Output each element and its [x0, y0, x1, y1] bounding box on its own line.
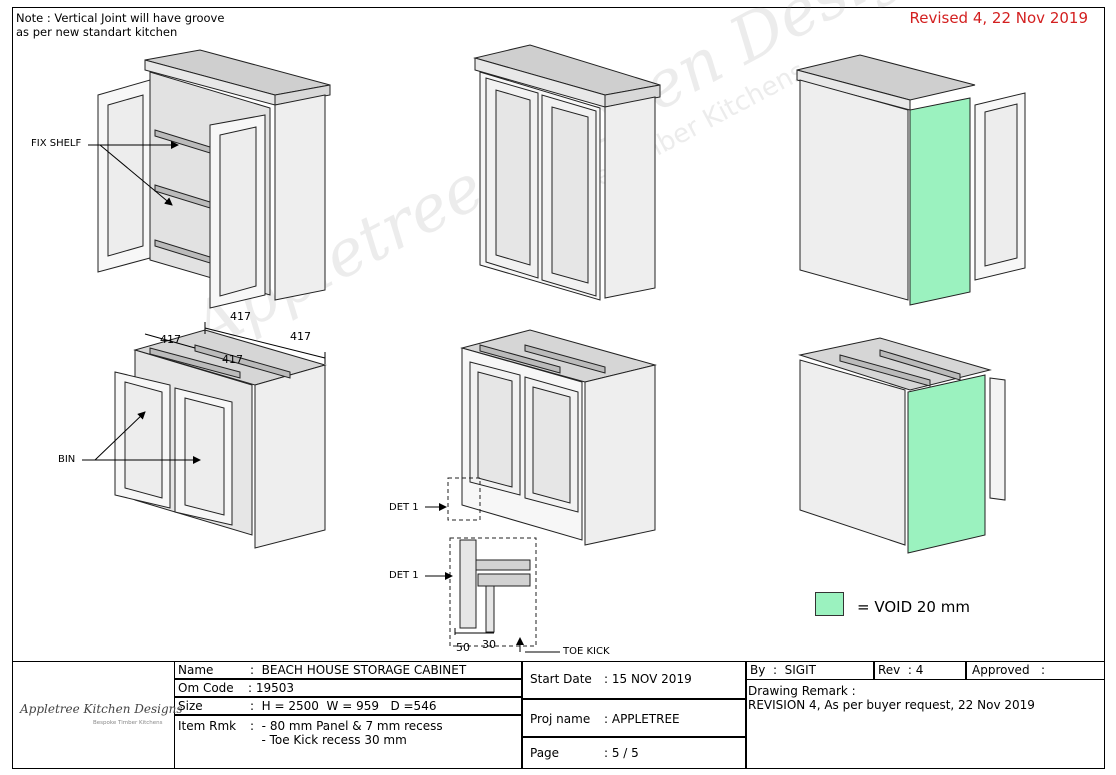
start-date-cell: [522, 661, 746, 699]
note-line-2: as per new standart kitchen: [16, 25, 178, 39]
note-text: Note : Vertical Joint will have groove a…: [16, 11, 224, 39]
by-label: By : SIGIT: [750, 663, 816, 677]
base-cabinet-open-view: [114, 329, 327, 549]
remark-cell: [746, 680, 1105, 769]
size-value: : H = 2500 W = 959 D =546: [250, 699, 437, 713]
om-row: [174, 679, 522, 697]
rev-label: Rev : 4: [878, 663, 924, 677]
page-label: Page: [530, 746, 560, 760]
leader-lines: [82, 141, 560, 653]
upper-cabinet-void-view: [796, 54, 1026, 306]
rmk-label: Item Rmk: [178, 719, 237, 733]
size-label: Size: [178, 699, 203, 713]
dimension-50: 50: [456, 641, 470, 654]
det1-label-lower: DET 1: [389, 570, 419, 581]
company-logo: Appletree Kitchen Designs: [20, 702, 183, 716]
proj-name-cell: [522, 699, 746, 737]
title-block: Name : BEACH HOUSE STORAGE CABINET Om Co…: [12, 661, 1105, 769]
dimension-417-right: 417: [290, 330, 311, 343]
dimension-30: 30: [482, 638, 496, 651]
note-line-1: Note : Vertical Joint will have groove: [16, 11, 225, 25]
name-value: : BEACH HOUSE STORAGE CABINET: [250, 663, 467, 677]
company-logo-sub: Bespoke Timber Kitchens: [93, 720, 163, 726]
dimension-417-left: 417: [160, 333, 181, 346]
rmk-row: [174, 715, 522, 769]
base-cabinet-void-view: [798, 337, 1006, 554]
start-date-label: Start Date: [530, 672, 592, 686]
dimension-417-top: 417: [230, 310, 251, 323]
by-cell: [746, 661, 874, 680]
det1-label-upper: DET 1: [389, 502, 419, 513]
name-row: [174, 661, 522, 679]
toe-kick-label: TOE KICK: [563, 646, 610, 657]
approved-label: Approved :: [972, 663, 1046, 677]
revision-label: Revised 4, 22 Nov 2019: [909, 9, 1088, 27]
dimension-417-mid: 417: [222, 353, 243, 366]
page-value: : 5 / 5: [604, 746, 639, 760]
void-legend-text: = VOID 20 mm: [857, 598, 970, 616]
void-legend-swatch: [815, 592, 844, 616]
om-label: Om Code: [178, 681, 234, 695]
det1-detail: [447, 477, 537, 647]
rmk-line-2: - Toe Kick recess 30 mm: [250, 733, 407, 747]
drawing-remark-value: REVISION 4, As per buyer request, 22 Nov…: [748, 698, 1035, 712]
size-row: [174, 697, 522, 715]
proj-name-label: Proj name: [530, 712, 591, 726]
upper-cabinet-open-view: [97, 49, 331, 309]
base-cabinet-closed-view: [460, 329, 657, 546]
upper-cabinet-closed-view: [473, 44, 661, 301]
start-date-value: : 15 NOV 2019: [604, 672, 692, 686]
name-label: Name: [178, 663, 214, 677]
approved-cell: [966, 661, 1105, 680]
page-cell: [522, 737, 746, 769]
drawing-remark-label: Drawing Remark :: [748, 684, 856, 698]
proj-name-value: : APPLETREE: [604, 712, 680, 726]
rev-cell: [874, 661, 966, 680]
rmk-line-1: : - 80 mm Panel & 7 mm recess: [250, 719, 443, 733]
bin-label: BIN: [58, 454, 76, 465]
om-value: : 19503: [248, 681, 295, 695]
fix-shelf-label: FIX SHELF: [31, 138, 82, 149]
